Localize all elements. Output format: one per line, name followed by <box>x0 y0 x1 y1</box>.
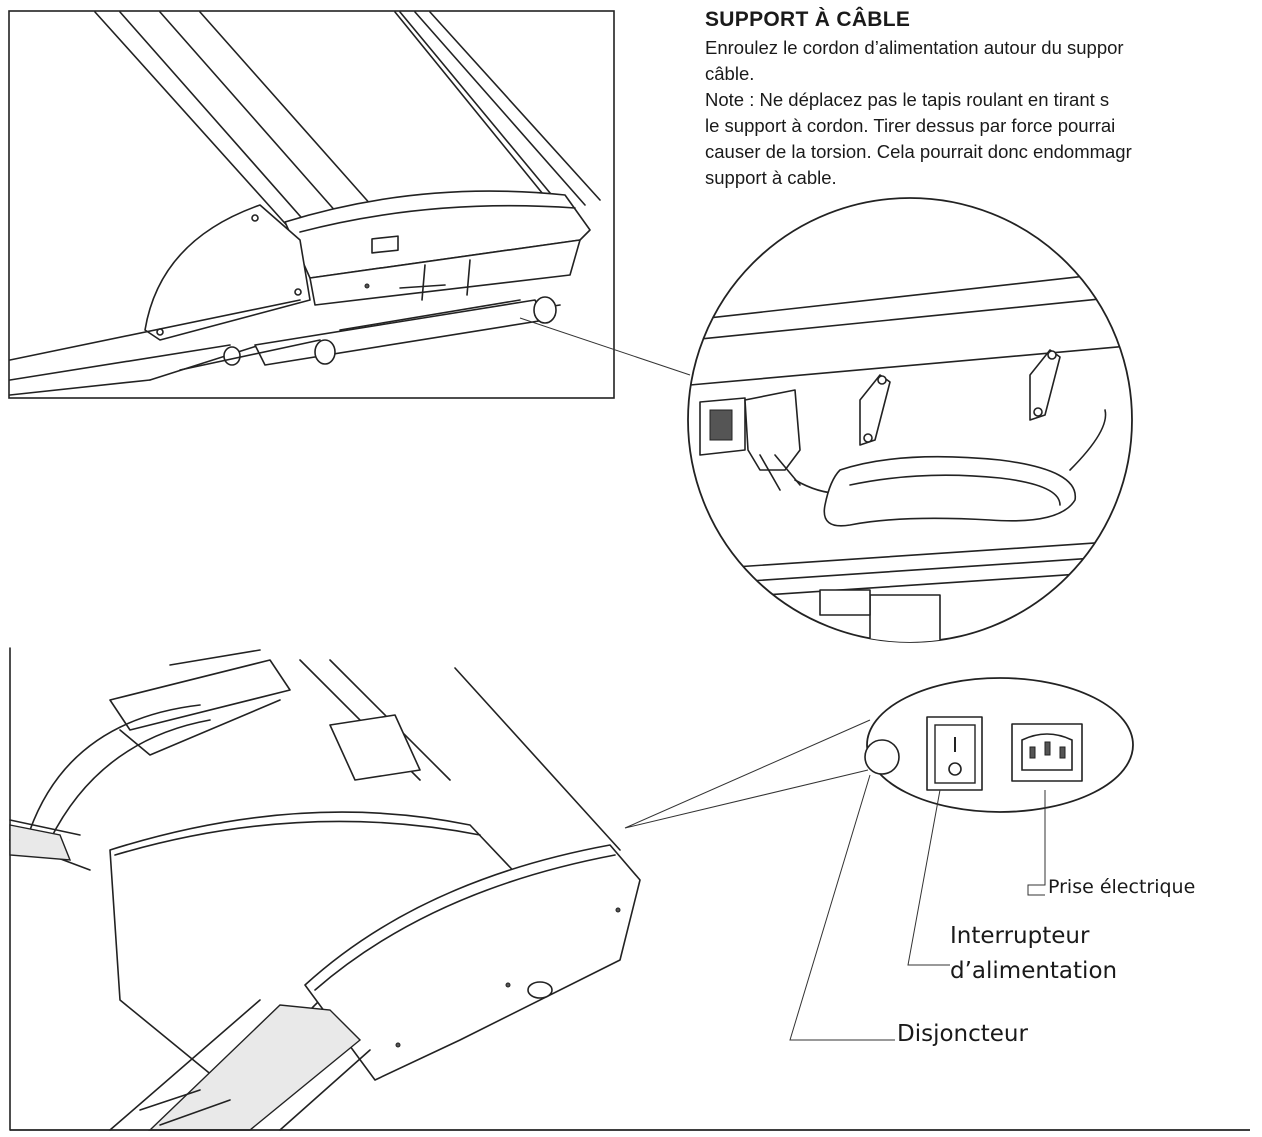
roller-wheel-right <box>533 296 557 324</box>
leader-line-bottom <box>624 719 871 829</box>
body-line-2: câble. <box>705 63 755 84</box>
power-panel-detail <box>789 677 1134 1041</box>
body-line-5: causer de la torsion. Cela pourrait donc… <box>705 141 1132 162</box>
section-title: SUPPORT À CÂBLE <box>705 8 911 31</box>
body-line-1: Enroulez le cordon d’alimentation autour… <box>705 37 1124 58</box>
body-line-4: le support à cordon. Tirer dessus par fo… <box>705 115 1116 136</box>
cable-holder-detail <box>687 197 1133 643</box>
circuit-breaker-icon <box>864 739 900 775</box>
callout-line-prise <box>1027 790 1046 896</box>
callout-line-disjoncteur <box>789 774 895 1041</box>
callout-line-interrupteur <box>907 789 950 966</box>
leader-line-top <box>519 317 691 376</box>
label-interrupteur: Interrupteur <box>950 923 1090 949</box>
treadmill-front-illustration <box>9 647 871 1131</box>
power-module-small <box>371 235 399 254</box>
power-switch-icon <box>926 716 983 791</box>
cable-support-text: SUPPORT À CÂBLE Enroulez le cordon d’ali… <box>705 8 1262 191</box>
label-alimentation: d’alimentation <box>950 958 1118 984</box>
body-line-6: support à cable. <box>705 167 837 188</box>
label-prise-electrique: Prise électrique <box>1048 876 1196 898</box>
illustration-frame <box>8 10 615 399</box>
body-line-3: Note : Ne déplacez pas le tapis roulant … <box>705 89 1110 110</box>
roller-wheel-left <box>314 339 336 365</box>
label-disjoncteur: Disjoncteur <box>897 1021 1028 1047</box>
